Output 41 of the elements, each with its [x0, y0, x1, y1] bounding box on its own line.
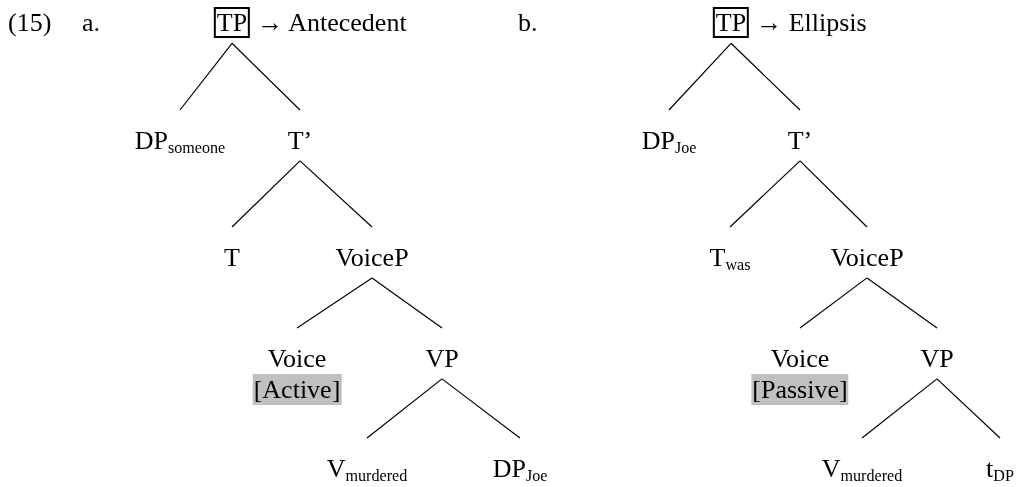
tree-branch	[299, 160, 373, 228]
node-label: T’	[787, 126, 813, 156]
tree-branch	[366, 378, 443, 439]
tree-branch	[179, 42, 233, 111]
node-label: T’	[287, 126, 313, 156]
tree-branch	[441, 378, 521, 439]
annotation-text: → Ellipsis	[756, 8, 867, 38]
tree-branch	[729, 160, 801, 228]
annotation-text: → Antecedent	[257, 8, 407, 38]
tree-branch	[861, 378, 938, 439]
node-label: DP$_{someone}$	[134, 126, 226, 156]
node-label: VoiceP	[335, 243, 409, 273]
node-label: T	[224, 243, 240, 273]
node-label: DP$_{Joe}$	[492, 454, 548, 484]
node-label: Voice	[769, 344, 831, 374]
tree-branch	[231, 160, 301, 228]
tree-branch	[936, 378, 1001, 439]
example-label: (15)	[8, 8, 52, 38]
node-label: t$_{DP}$	[986, 454, 1014, 484]
node-label: VP	[920, 344, 954, 374]
tree-branch	[371, 277, 443, 329]
tree-branch	[866, 277, 938, 329]
node-label: DP$_{Joe}$	[641, 126, 697, 156]
example-label: a.	[82, 8, 101, 38]
node-label: V$_{murdered}$	[821, 454, 903, 484]
boxed-node-label: TP	[712, 7, 750, 39]
tree-branch	[296, 277, 373, 329]
node-label: VoiceP	[830, 243, 904, 273]
tree-branch	[799, 277, 868, 329]
tree-branch	[231, 42, 301, 111]
tree-branch	[730, 42, 801, 111]
boxed-node-label: TP	[213, 7, 251, 39]
feature-label: [Passive]	[751, 373, 849, 406]
tree-branch	[799, 160, 868, 228]
feature-label: [Active]	[252, 373, 342, 406]
tree-branch	[668, 42, 732, 111]
node-label: VP	[425, 344, 459, 374]
node-label: Voice	[266, 344, 328, 374]
node-label: V$_{murdered}$	[326, 454, 408, 484]
example-label: b.	[518, 8, 538, 38]
node-label: T$_{was}$	[709, 243, 751, 273]
